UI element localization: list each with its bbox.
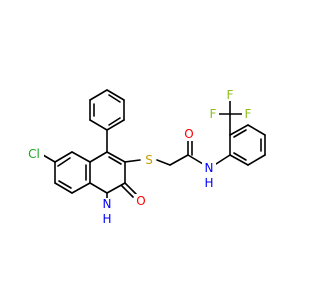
atom-n-ring: N bbox=[103, 197, 112, 211]
atom-o-ring: O bbox=[136, 194, 145, 208]
atom-labels: Cl O N H S O N H F F bbox=[24, 88, 254, 226]
atom-o-amide: O bbox=[184, 127, 193, 141]
fluorine-label-right: F bbox=[242, 107, 254, 121]
atom-n-amide: N bbox=[205, 161, 214, 175]
amide-oxygen-label: O bbox=[183, 127, 196, 141]
ring-oxygen-label: O bbox=[135, 194, 148, 208]
amide-nh-label: N H bbox=[202, 160, 216, 190]
ring-nh-label: N H bbox=[100, 197, 114, 226]
atom-cl: Cl bbox=[28, 147, 40, 161]
sulfur-label: S bbox=[142, 152, 156, 167]
atom-f-top: F bbox=[227, 88, 234, 102]
fluorine-label-top: F bbox=[224, 88, 236, 102]
molecule-structure: Cl O N H S O N H F F bbox=[24, 88, 266, 226]
chlorine-label: Cl bbox=[24, 146, 44, 161]
atom-nh-hydrogen: H bbox=[102, 212, 111, 226]
atom-s: S bbox=[145, 153, 153, 167]
atom-f-right: F bbox=[245, 107, 252, 121]
atom-amide-hydrogen: H bbox=[204, 176, 213, 190]
atom-f-left: F bbox=[210, 107, 217, 121]
bond-lines bbox=[42, 89, 266, 199]
fluorine-label-left: F bbox=[207, 107, 219, 121]
